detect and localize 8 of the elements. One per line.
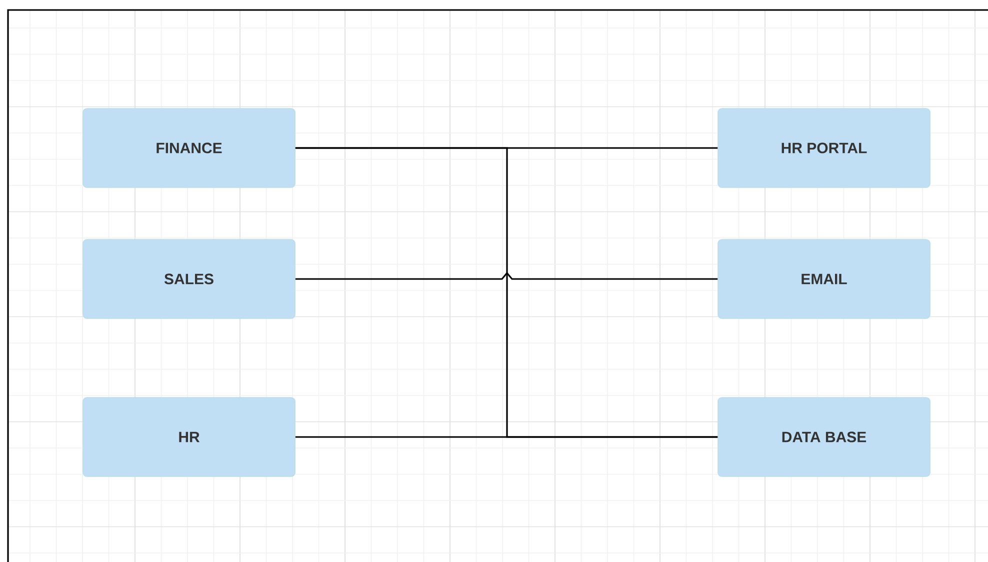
process-box: HR: [82, 397, 296, 477]
process-box: EMAIL: [718, 239, 930, 319]
process-box: SALES: [82, 239, 296, 319]
connector-line: [295, 147, 718, 438]
process-box: HR PORTAL: [718, 108, 930, 188]
process-box: DATA BASE: [718, 397, 930, 477]
connector-line: [295, 272, 718, 280]
process-box: FINANCE: [82, 108, 296, 188]
